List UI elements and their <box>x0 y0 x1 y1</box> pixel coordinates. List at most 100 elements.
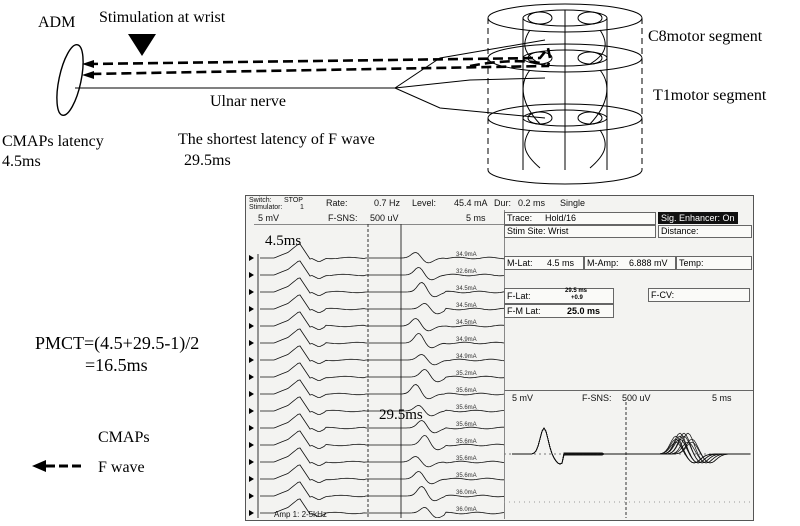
dur-label: Dur: <box>494 198 512 208</box>
rate-value[interactable]: 0.7 Hz <box>374 198 401 208</box>
stim-level-label: 35.6mA <box>456 473 477 479</box>
trace-marker-icon[interactable] <box>249 306 254 312</box>
stim-level-label: 36.0mA <box>456 490 477 496</box>
stimulation-label: Stimulation at wrist <box>99 9 226 26</box>
m-amp-label: M-Amp: <box>587 258 619 268</box>
fwave-latency-label: The shortest latency of F wave <box>178 131 375 148</box>
fm-lat-label: F-M Lat: <box>507 306 541 316</box>
cmaps-latency-label: CMAPs latency <box>2 133 104 150</box>
m-amp-box: M-Amp: 6.888 mV <box>584 256 676 270</box>
emg-trace <box>260 498 505 518</box>
distance-label: Distance: <box>661 226 699 236</box>
trace-group <box>249 243 505 518</box>
overlay-trace <box>512 427 750 465</box>
right-sensitivity[interactable]: 5 mV <box>512 393 534 403</box>
trace-marker-icon[interactable] <box>249 289 254 295</box>
left-fsns-value[interactable]: 500 uV <box>370 213 399 223</box>
overlay-m-latency: 4.5ms <box>265 233 302 249</box>
emg-trace <box>260 481 505 502</box>
trace-box[interactable]: Trace: Hold/16 <box>504 212 656 225</box>
overlay-trace <box>512 427 750 465</box>
f-cv-box: F-CV: <box>648 288 750 302</box>
stim-level-label: 32.6mA <box>456 269 477 275</box>
trace-marker-icon[interactable] <box>249 255 254 261</box>
f-lat-sub: +0.9 <box>571 295 583 301</box>
trace-value[interactable]: Hold/16 <box>545 213 577 223</box>
emg-trace <box>260 260 505 281</box>
m-lat-value: 4.5 ms <box>547 258 575 268</box>
stimulator-value[interactable]: 1 <box>300 204 304 211</box>
stim-level-label: 35.6mA <box>456 456 477 462</box>
overlay-trace <box>512 427 750 465</box>
temp-box: Temp: <box>676 256 752 270</box>
overlay-trace <box>512 427 750 465</box>
trace-marker-icon[interactable] <box>249 442 254 448</box>
stim-level-label: 34.5mA <box>456 320 477 326</box>
legend-cmap-label: CMAPs <box>98 429 150 446</box>
left-timebase[interactable]: 5 ms <box>466 213 486 223</box>
emg-trace <box>260 413 504 434</box>
dur-value[interactable]: 0.2 ms <box>518 198 546 208</box>
m-lat-box: M-Lat: 4.5 ms <box>504 256 584 270</box>
trace-marker-icon[interactable] <box>249 391 254 397</box>
right-fsns-label: F-SNS: <box>582 393 612 403</box>
emg-trace <box>260 379 505 400</box>
m-lat-label: M-Lat: <box>507 258 533 268</box>
f-cv-label: F-CV: <box>651 290 675 300</box>
stim-level-label: 35.2mA <box>456 371 477 377</box>
stim-level-label: 34.9mA <box>456 354 477 360</box>
overlay-trace <box>512 427 750 465</box>
stim-level-label: 34.5mA <box>456 286 477 292</box>
emg-trace <box>260 243 505 264</box>
fwave-arrowhead <box>82 60 94 68</box>
overlay-trace <box>512 427 750 465</box>
overlay-trace <box>512 427 750 465</box>
sig-enhancer-badge[interactable]: Sig. Enhancer: On <box>658 212 738 224</box>
trace-marker-icon[interactable] <box>249 357 254 363</box>
stim-level-label: 35.6mA <box>456 388 477 394</box>
stim-site-box[interactable]: Stim Site: Wrist <box>504 225 656 238</box>
fwave-path <box>87 45 552 76</box>
switch-value[interactable]: STOP <box>284 197 303 204</box>
adm-label: ADM <box>38 14 76 31</box>
trace-marker-icon[interactable] <box>249 425 254 431</box>
cmaps-latency-value: 4.5ms <box>2 153 41 170</box>
stim-level-label: 34.5mA <box>456 303 477 309</box>
amp-filter-label: Amp 1: 2-5kHz <box>274 510 327 519</box>
trace-marker-icon[interactable] <box>249 272 254 278</box>
stimulator-label: Stimulator: <box>249 204 283 211</box>
left-sensitivity[interactable]: 5 mV <box>258 213 280 223</box>
switch-label: Switch: <box>249 197 272 204</box>
emg-trace <box>260 464 504 485</box>
right-timebase[interactable]: 5 ms <box>712 393 732 403</box>
trace-marker-icon[interactable] <box>249 340 254 346</box>
overlay-f-latency: 29.5ms <box>379 407 423 423</box>
level-value[interactable]: 45.4 mA <box>454 198 488 208</box>
overlay-trace <box>512 427 750 465</box>
pmct-formula: PMCT=(4.5+29.5-1)/2 <box>35 333 200 353</box>
distance-box[interactable]: Distance: <box>658 225 752 238</box>
fm-lat-box: F-M Lat: 25.0 ms <box>504 304 614 318</box>
stim-site: Stim Site: Wrist <box>507 226 569 236</box>
trace-marker-icon[interactable] <box>249 374 254 380</box>
overlay-trace <box>512 427 750 465</box>
trace-marker-icon[interactable] <box>249 493 254 499</box>
ulnar-nerve <box>75 39 546 119</box>
emg-trace <box>260 311 505 332</box>
t1-segment-label: T1motor segment <box>653 87 767 104</box>
trace-marker-icon[interactable] <box>249 476 254 482</box>
pmct-result: =16.5ms <box>85 355 148 375</box>
trace-marker-icon[interactable] <box>249 323 254 329</box>
adm-muscle <box>56 44 84 116</box>
emg-trace <box>260 362 505 383</box>
stim-level-label: 35.6mA <box>456 439 477 445</box>
trace-marker-icon[interactable] <box>249 408 254 414</box>
f-lat-label: F-Lat: <box>507 291 531 301</box>
trace-marker-icon[interactable] <box>249 459 254 465</box>
left-fsns-label: F-SNS: <box>328 213 358 223</box>
right-fsns-value[interactable]: 500 uV <box>622 393 651 403</box>
mode-value[interactable]: Single <box>560 198 586 208</box>
legend-fwave-arrow <box>32 460 84 472</box>
trace-marker-icon[interactable] <box>249 510 254 516</box>
m-amp-value: 6.888 mV <box>629 258 668 268</box>
